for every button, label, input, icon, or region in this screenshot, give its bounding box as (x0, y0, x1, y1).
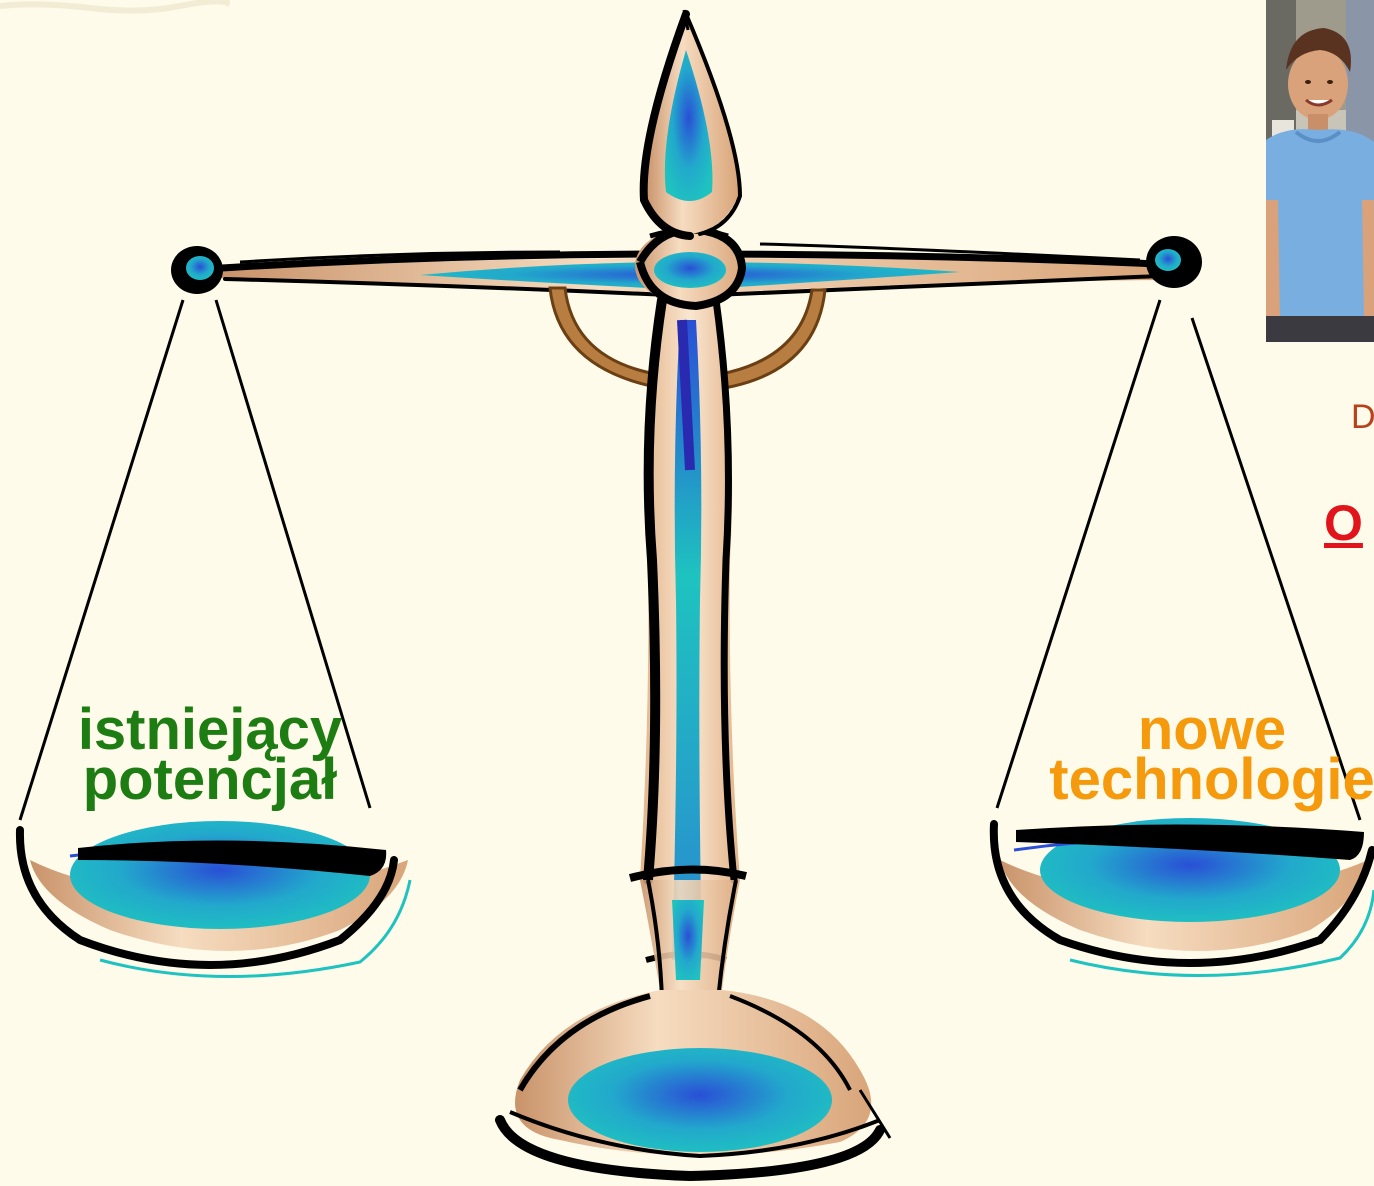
left-pan (20, 821, 410, 977)
label-existing-potential: istniejący potencjał (40, 705, 380, 805)
side-text-line-1: D (1351, 398, 1374, 437)
side-text-line-2: O (1324, 494, 1363, 552)
label-right-line-2: technologie (1022, 755, 1374, 805)
base (500, 990, 890, 1176)
label-left-line-2: potencjał (40, 755, 380, 805)
boy-photo (1266, 0, 1374, 342)
finial (644, 10, 740, 236)
pole (630, 300, 746, 1000)
beam-end-right (1146, 236, 1202, 288)
label-new-technologies: nowe technologie (1022, 705, 1374, 805)
right-pan (994, 818, 1374, 976)
beam-end-left (171, 246, 223, 294)
